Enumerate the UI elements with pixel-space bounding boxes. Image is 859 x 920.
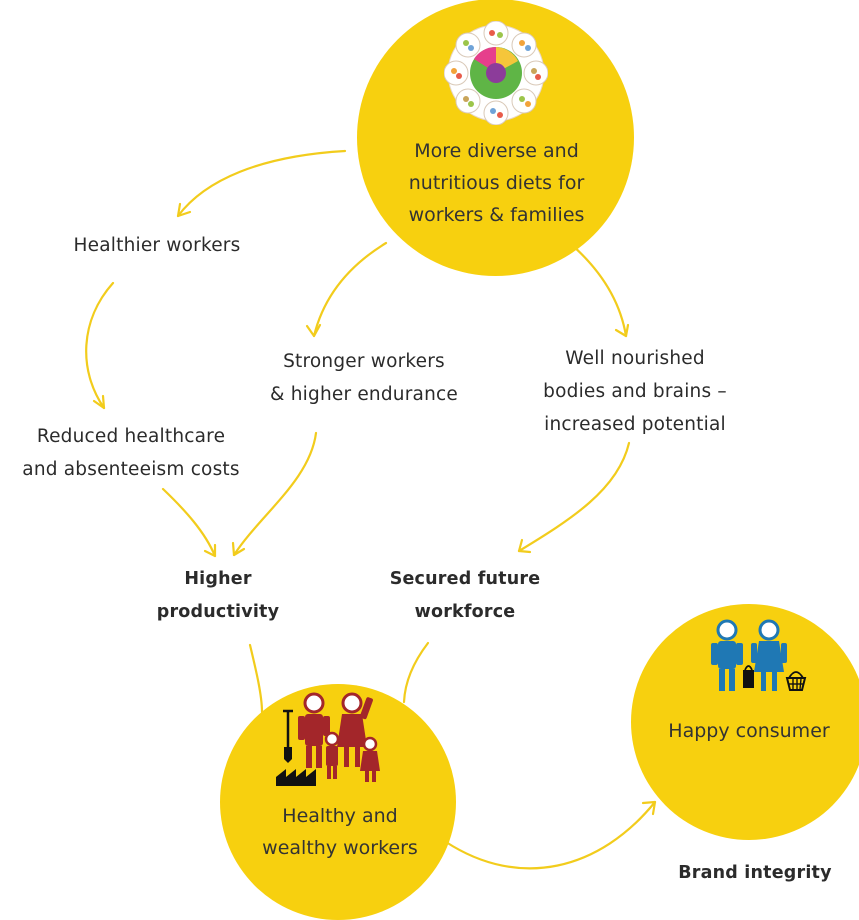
food-wheel-icon <box>444 21 548 125</box>
diets-line-1: More diverse and <box>414 140 579 162</box>
label-well-nourished: Well nourished bodies and brains – incre… <box>543 348 727 435</box>
consumer-circle <box>631 604 859 840</box>
label-reduced-costs: Reduced healthcare and absenteeism costs <box>22 426 240 480</box>
label-brand-integrity: Brand integrity <box>678 863 832 883</box>
consumer-circle-text: Happy consumer <box>650 715 848 747</box>
arrow-productivity-to-workers <box>248 643 264 714</box>
worker-family-icon <box>276 692 380 786</box>
arrow-future-to-workers <box>402 641 430 704</box>
consumer-line-1: Happy consumer <box>668 720 830 742</box>
arrow-diets-to-nourished <box>570 243 628 338</box>
arrow-diets-to-healthier <box>176 149 347 218</box>
workers-circle <box>220 684 456 920</box>
arrow-workers-to-consumer <box>444 800 657 870</box>
arrow-reduced-to-productivity <box>161 487 217 558</box>
label-healthier-workers: Healthier workers <box>73 235 241 256</box>
workers-line-2: wealthy workers <box>262 837 418 859</box>
label-secured-future: Secured future workforce <box>389 569 541 622</box>
shoppers-icon <box>711 619 807 691</box>
arrow-stronger-to-productivity <box>232 431 318 557</box>
diets-line-3: workers & families <box>408 204 585 226</box>
workers-line-1: Healthy and <box>282 805 398 827</box>
arrow-healthier-to-reduced <box>85 281 115 410</box>
label-higher-productivity: Higher productivity <box>156 569 280 622</box>
label-stronger-workers: Stronger workers & higher endurance <box>270 351 458 405</box>
arrow-nourished-to-future <box>517 441 631 553</box>
diets-circle-text: More diverse and nutritious diets for wo… <box>380 135 613 231</box>
workers-circle-text: Healthy and wealthy workers <box>245 800 435 864</box>
arrow-diets-to-stronger <box>312 241 388 338</box>
diets-line-2: nutritious diets for <box>408 172 585 194</box>
